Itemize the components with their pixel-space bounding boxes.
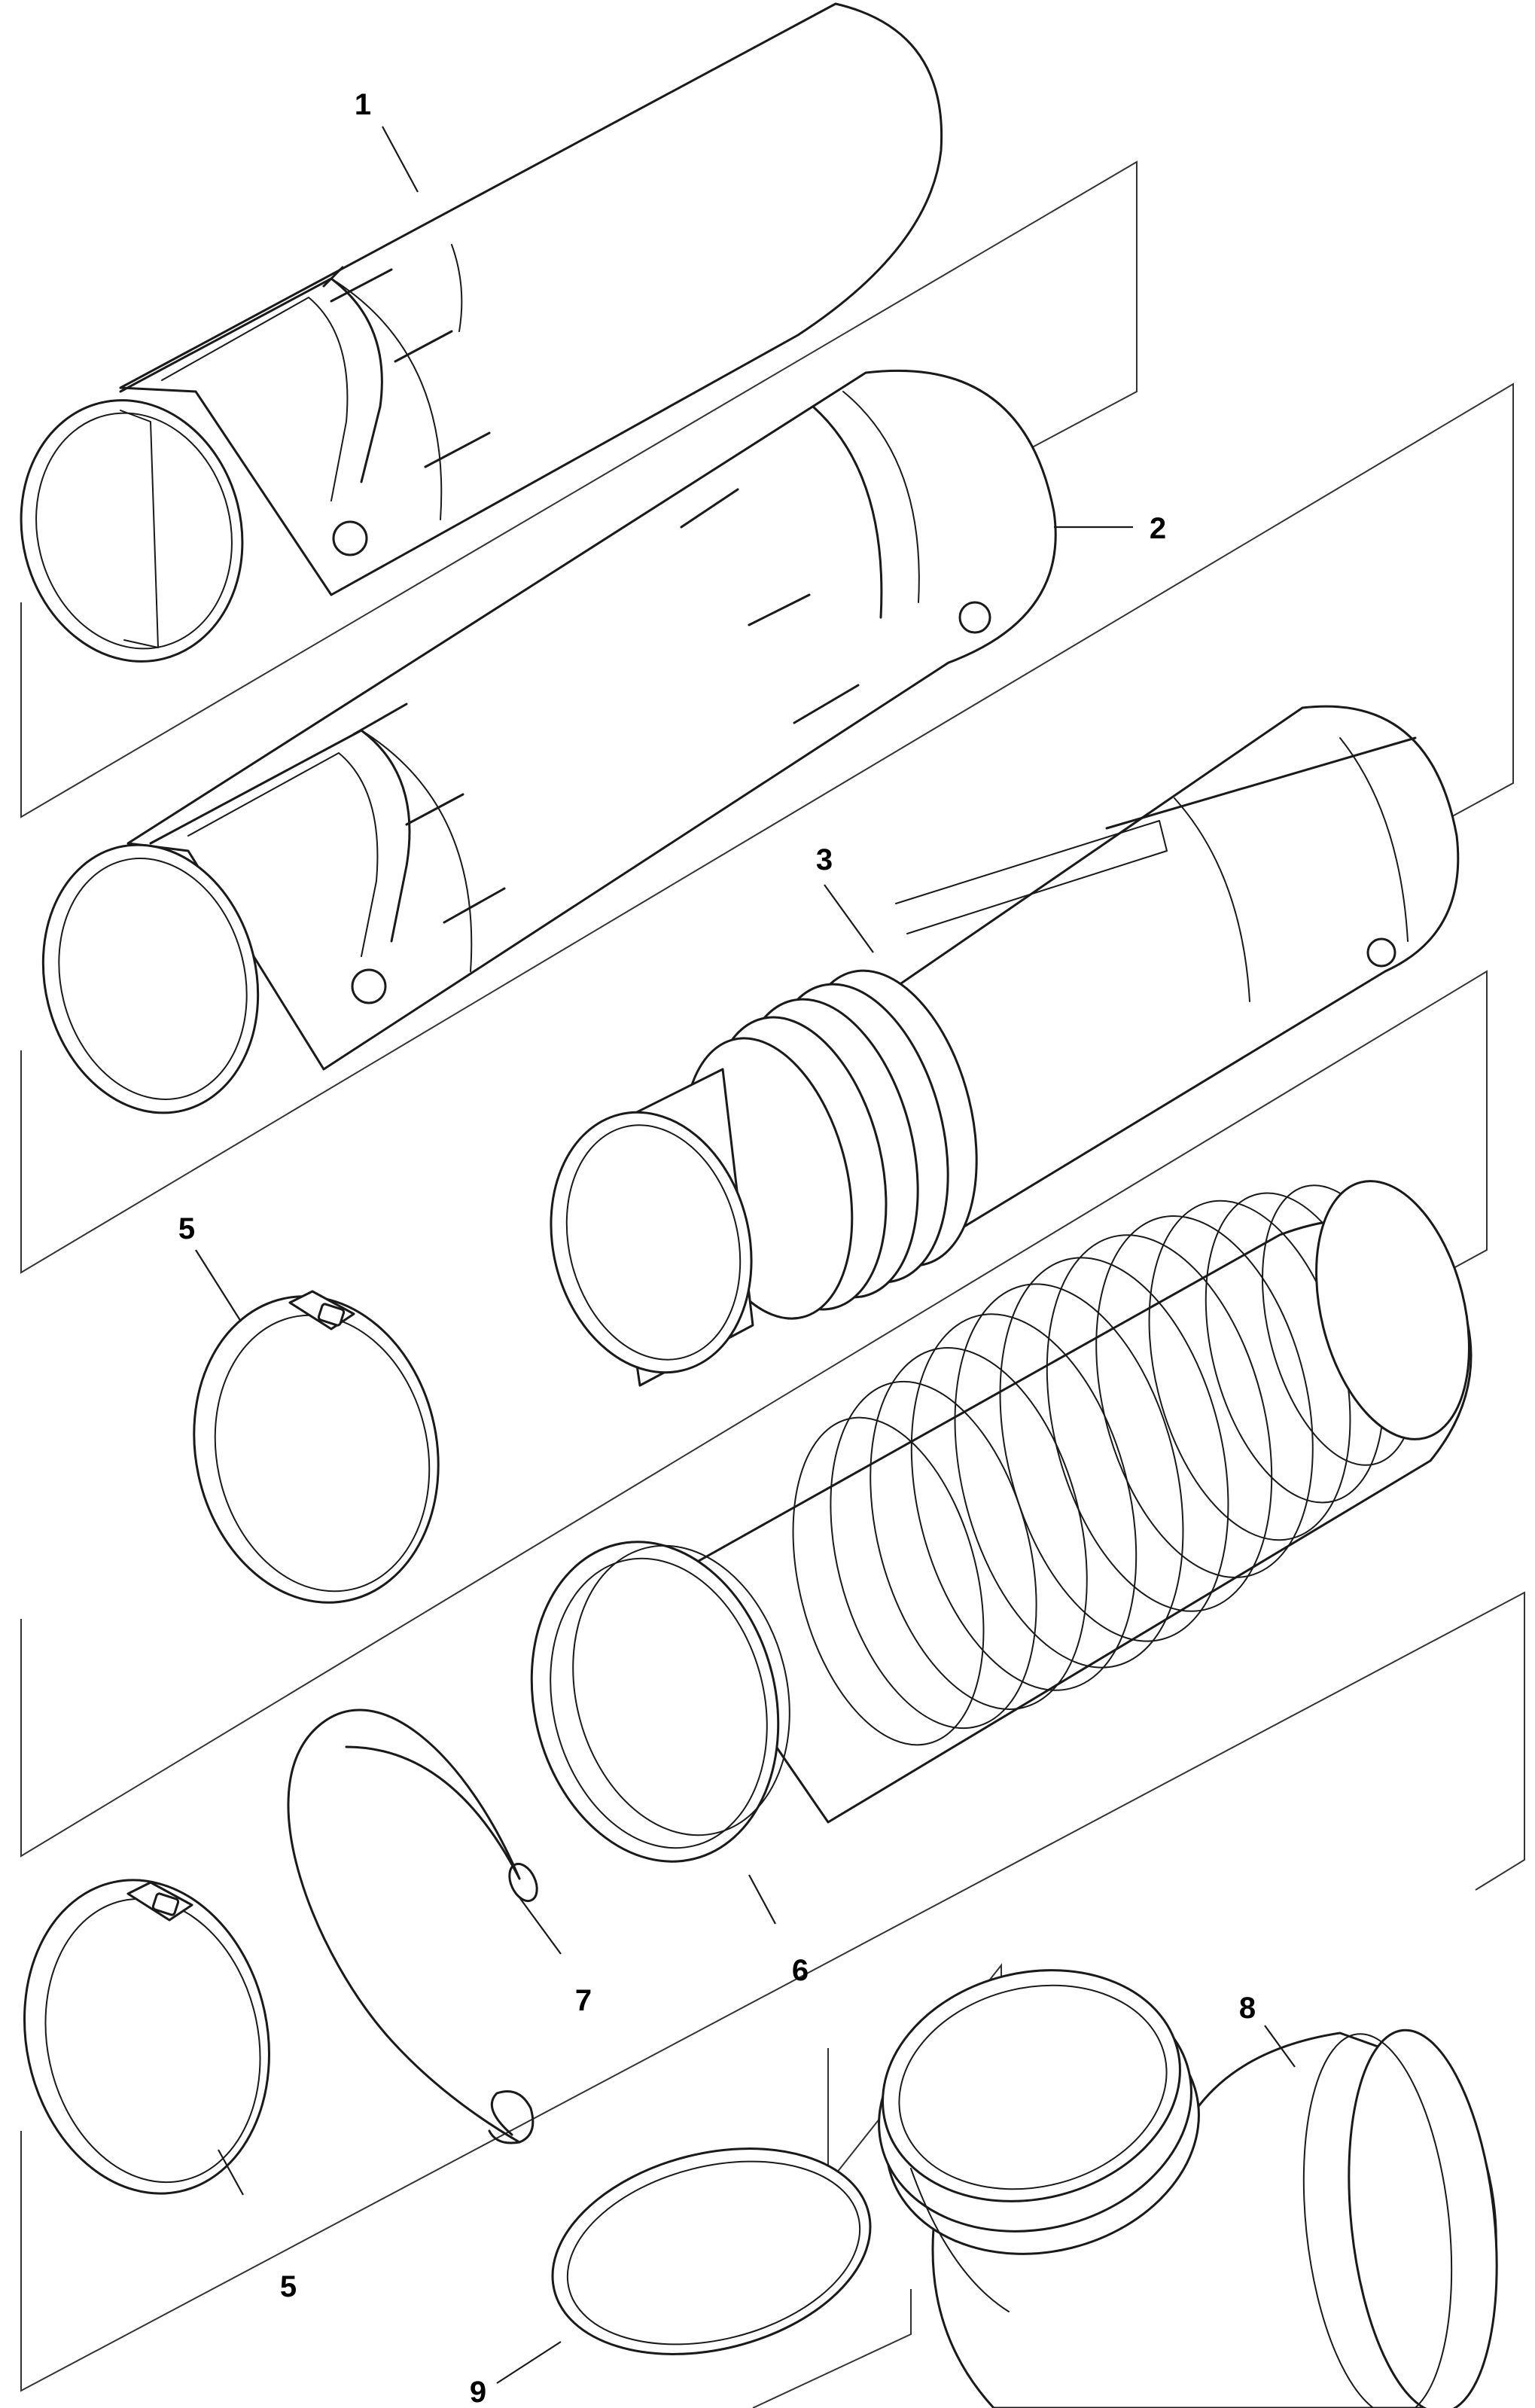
part-5-lower-hose-clamp [23,1879,270,2195]
callout-labels: 1 2 3 5 6 7 8 5 9 [178,88,1256,2408]
part-1-nozzle-tube [20,2,943,663]
part-2-extension-tube [41,369,1057,1114]
callout-8: 8 [1239,1992,1256,2025]
callout-9: 9 [470,2376,486,2408]
callout-2: 2 [1150,512,1166,545]
part-7-wire-clip [287,1708,538,2144]
part-3-telescopic-tube [550,705,1460,1387]
hose-corrugations [792,1184,1419,1746]
leader-lines [195,126,1296,2384]
callout-3: 3 [816,843,833,876]
part-5-upper-hose-clamp [193,1290,440,1604]
callout-1: 1 [355,88,371,121]
callout-7: 7 [575,1984,592,2017]
part-9-ring-seal [551,2147,872,2355]
callout-5-lower: 5 [280,2270,297,2303]
callout-6: 6 [792,1954,809,1987]
part-8-elbow [878,1969,1498,2408]
part-6-flexible-hose [530,1180,1473,1863]
bellows-collar [682,969,978,1320]
callout-5-upper: 5 [178,1212,195,1245]
